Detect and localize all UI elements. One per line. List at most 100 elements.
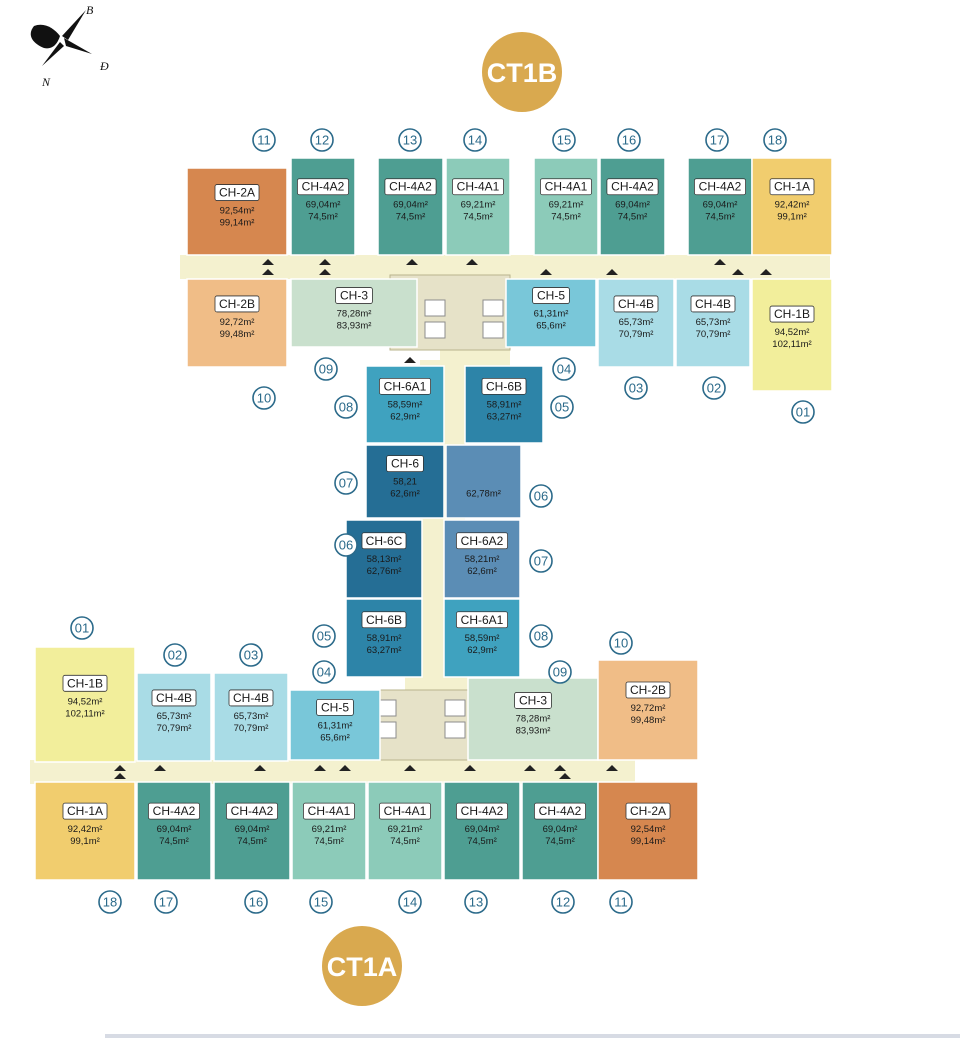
apartment-code-box (62, 674, 108, 692)
compass-arrow-icon (62, 10, 86, 40)
unit-number: 12 (556, 895, 570, 910)
door-icon (319, 269, 331, 275)
tower-label-top: CT1B (487, 58, 558, 88)
apartment-area-2: 70,79m² (157, 723, 192, 734)
apartment-area-2: 102,11m² (772, 339, 811, 350)
door-icon (404, 765, 416, 771)
unit-number: 01 (796, 405, 810, 420)
apartment-area-1: 92,42m² (68, 824, 103, 835)
corridor-bottom (30, 760, 635, 784)
apartment-area-2: 74,5m² (551, 212, 581, 223)
apartment-shape (443, 781, 521, 881)
unit-number-circle (312, 660, 336, 684)
unit-number: 11 (257, 133, 271, 148)
apartment-shape (186, 167, 288, 256)
unit-number-circle (529, 624, 553, 648)
unit-number: 13 (403, 133, 417, 148)
apartment-area-2: 74,5m² (463, 212, 493, 223)
unit-number-badge: 15 (309, 890, 333, 914)
apartment-code-box (214, 295, 260, 313)
unit-number-badge: 05 (312, 624, 336, 648)
door-icon (606, 765, 618, 771)
apartment-area-2: 74,5m² (618, 212, 648, 223)
apartment-code-box (316, 699, 354, 716)
apartment-area-1: 65,73m² (696, 317, 731, 328)
apartment-code: CH-2A (219, 186, 255, 200)
unit-number: 14 (403, 895, 417, 910)
apartment-area-1: 69,21m² (549, 200, 584, 211)
apartment-code-box (769, 178, 815, 196)
apartment-code-box (694, 178, 747, 196)
apartment-shape (597, 659, 699, 761)
apartment-code: CH-4A2 (611, 180, 654, 194)
apartment-code-box (534, 802, 587, 820)
unit-number: 07 (534, 554, 548, 569)
apartment-code-box (769, 305, 815, 323)
apartment-area-1: 69,04m² (543, 824, 578, 835)
unit-number: 02 (168, 648, 182, 663)
unit-number-circle (252, 128, 276, 152)
elevator-bottom-4 (444, 721, 466, 739)
door-icon (466, 259, 478, 265)
unit-number-badge: 09 (314, 357, 338, 381)
apartment-code-box (225, 802, 278, 820)
door-icon (254, 765, 266, 771)
apartment-shape (367, 781, 443, 881)
apartment-area-2: 74,5m² (705, 212, 735, 223)
elevator-top-4 (482, 321, 504, 339)
apartment-area-1: 92,42m² (775, 200, 810, 211)
unit-number: 08 (339, 400, 353, 415)
unit-number: 18 (768, 133, 782, 148)
door-icon (319, 259, 331, 265)
apartment-code: CH-4A2 (699, 180, 742, 194)
unit-number-circle (702, 376, 726, 400)
unit-number-circle (705, 128, 729, 152)
apartment-unit[interactable]: 62,78m² (445, 444, 522, 519)
apartment-code-box (378, 377, 431, 395)
compass: B Đ N (30, 3, 109, 89)
apartment-code: CH-4A2 (389, 180, 432, 194)
unit-number: 06 (534, 489, 548, 504)
apartment-code: CH-4A2 (153, 804, 196, 818)
apartment-area-1: 58,13m² (367, 554, 402, 565)
apartment-code: CH-4B (618, 297, 654, 311)
apartment-area-2: 74,5m² (396, 212, 426, 223)
corridor-top (250, 255, 830, 279)
